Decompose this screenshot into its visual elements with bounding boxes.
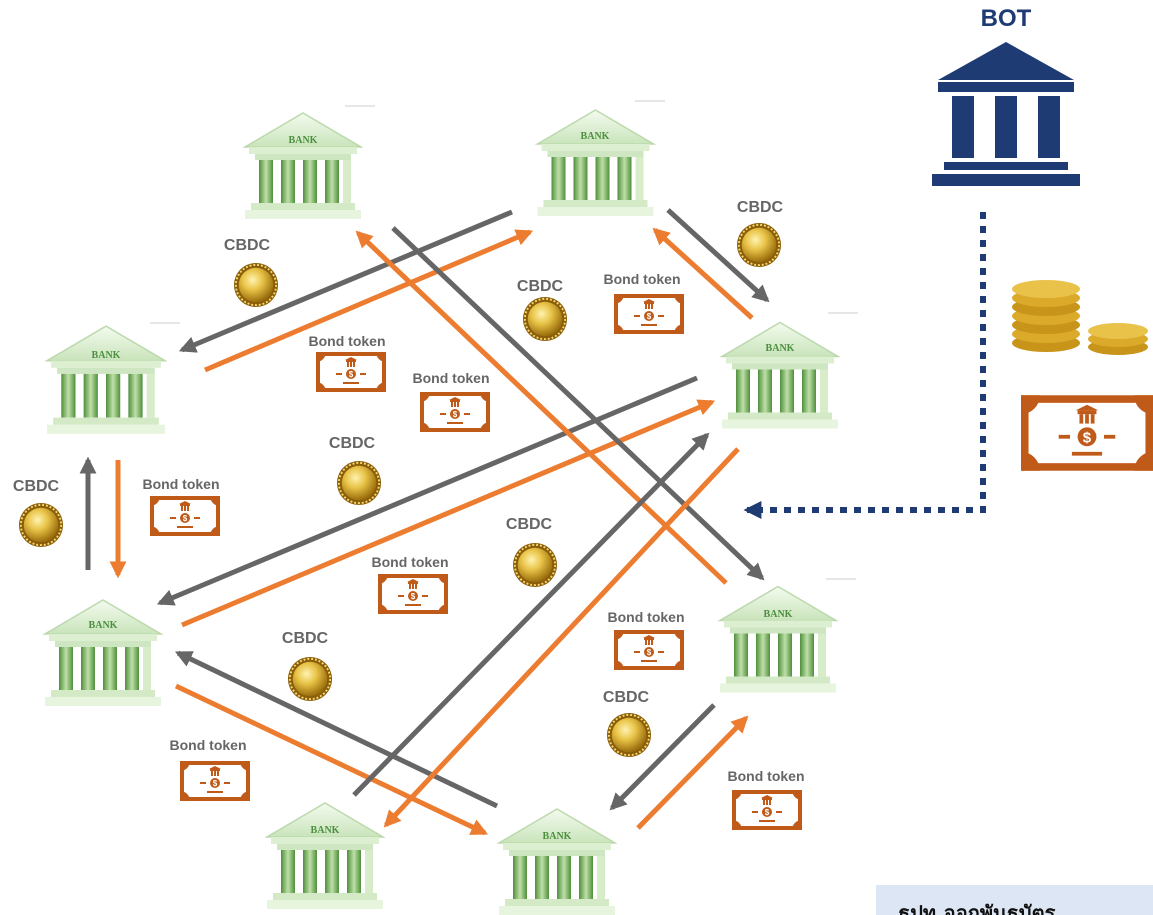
cbdc-flow-arrow (609, 703, 716, 811)
bond-bill-icon (180, 761, 250, 801)
bank-icon: BANK (266, 802, 384, 910)
bond-token-label: Bond token (727, 768, 805, 784)
coin-stack-icon (1012, 280, 1148, 355)
bot-institution-icon (932, 42, 1080, 186)
bank-icon: BANK (44, 599, 162, 707)
bond-bill-icon (316, 352, 386, 392)
bond-bill-icon (614, 630, 684, 670)
cbdc-label: CBDC (223, 237, 271, 254)
cbdc-label: CBDC (516, 278, 564, 295)
bank-word: BANK (581, 131, 610, 142)
bond-bill-icon (150, 496, 220, 536)
coin-icon (736, 222, 782, 268)
bond-token-label: Bond token (169, 737, 247, 753)
issuance-note-text: ธปท.ออกพันธบัตร (898, 901, 1056, 915)
bond-flow-arrow (652, 227, 754, 320)
bank-word: BANK (92, 350, 121, 361)
cbdc-flow-arrow (391, 226, 765, 581)
bond-token-label: Bond token (371, 554, 449, 570)
bank-icon: BANK (244, 112, 362, 220)
bond-token-label: Bond token (607, 609, 685, 625)
bond-flow-arrow (383, 447, 740, 828)
coin-icon (522, 296, 568, 342)
bond-token-label: Bond token (412, 370, 490, 386)
cbdc-flow-arrow (174, 650, 499, 809)
cbdc-label: CBDC (602, 689, 650, 706)
bank-word: BANK (311, 825, 340, 836)
issuance-note-box: ธปท.ออกพันธบัตร (876, 885, 1153, 915)
bond-bill-icon (614, 294, 684, 334)
bot-label: BOT (980, 5, 1032, 32)
bond-token-label: Bond token (603, 271, 681, 287)
cbdc-label: CBDC (281, 630, 329, 647)
faint-marks (150, 100, 858, 580)
flow-arrows (79, 208, 986, 836)
bank-word: BANK (543, 831, 572, 842)
bond-flow-arrow (636, 715, 749, 830)
cbdc-label: CBDC (736, 199, 784, 216)
bond-token-label: Bond token (308, 333, 386, 349)
bond-bill-icon (732, 790, 802, 830)
cbdc-flow-arrow (156, 375, 698, 606)
bond-flow-arrow (204, 229, 534, 373)
cbdc-flow-arrow (178, 209, 513, 353)
bank-icon: BANK (721, 321, 839, 430)
bond-flow-arrow (174, 683, 489, 836)
bank-icon: BANK (498, 808, 616, 915)
bot-issuance-arrow (743, 212, 986, 519)
bond-flow-arrow (181, 399, 716, 628)
coin-icon (18, 502, 64, 548)
bank-icon: BANK (719, 585, 837, 694)
bank-icon: BANK (46, 325, 166, 435)
bank-word: BANK (766, 343, 795, 354)
bond-bill-icon (420, 392, 490, 432)
coin-icon (336, 460, 382, 506)
coin-icon (512, 542, 558, 588)
bond-bill-large-icon (1021, 395, 1153, 471)
cbdc-label: CBDC (12, 478, 60, 495)
bank-icon: BANK (536, 109, 655, 217)
bank-word: BANK (764, 609, 793, 620)
bank-word: BANK (89, 620, 118, 631)
coin-icon (606, 712, 652, 758)
coin-icon (233, 262, 279, 308)
bond-bill-icon (378, 574, 448, 614)
cbdc-flow-arrow (352, 432, 710, 797)
coin-icon (287, 656, 333, 702)
cbdc-flow-arrow (666, 208, 770, 303)
cbdc-label: CBDC (328, 435, 376, 452)
bond-token-label: Bond token (142, 476, 220, 492)
bank-word: BANK (289, 135, 318, 146)
cbdc-label: CBDC (505, 516, 553, 533)
bank-nodes: BANK BANK BANK BANK BANK BANK BANK BANK (44, 109, 839, 915)
